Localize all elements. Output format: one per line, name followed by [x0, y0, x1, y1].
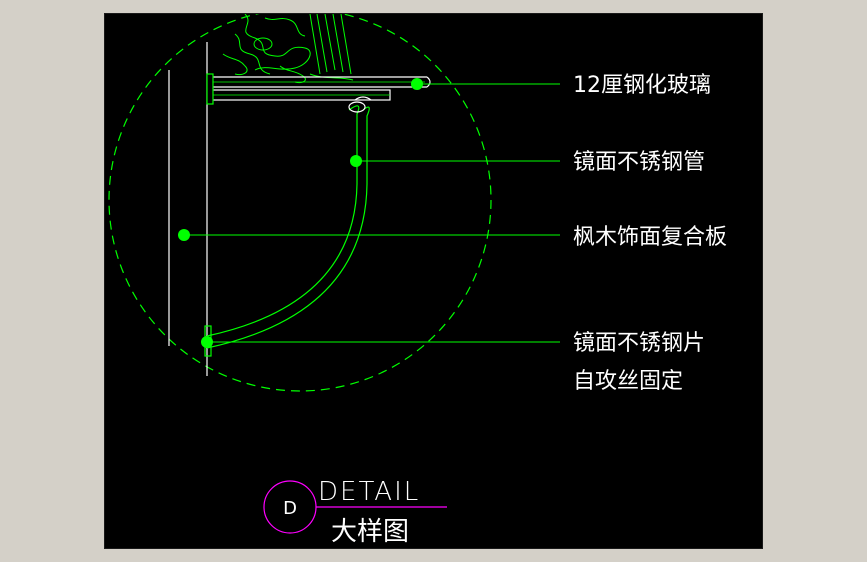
- label-stainless-tube: 镜面不锈钢管: [573, 150, 705, 175]
- label-stainless-sheet: 镜面不锈钢片: [573, 331, 705, 356]
- title-detail-cn: 大样图: [331, 517, 409, 547]
- ornament-sketch: [222, 14, 354, 83]
- detail-boundary-circle: [108, 14, 492, 392]
- leader-lines: [184, 83, 560, 343]
- glass-bracket: [206, 73, 391, 105]
- leader-dot-sheet: [201, 336, 213, 348]
- leader-dot-tube: [350, 155, 362, 167]
- detail-drawing: 12厘钢化玻璃 镜面不锈钢管 枫木饰面复合板 镜面不锈钢片 自攻丝固定 D DE…: [108, 14, 727, 547]
- leader-dot-glass: [411, 78, 423, 90]
- drawing-canvas[interactable]: 12厘钢化玻璃 镜面不锈钢管 枫木饰面复合板 镜面不锈钢片 自攻丝固定 D DE…: [104, 13, 763, 549]
- label-tempered-glass: 12厘钢化玻璃: [573, 73, 711, 98]
- stainless-tube: [206, 101, 370, 349]
- tempered-glass: [209, 76, 431, 88]
- leader-dot-board: [178, 229, 190, 241]
- detail-symbol-letter: D: [283, 498, 297, 519]
- title-detail-en: DETAIL: [318, 477, 420, 507]
- label-maple-board: 枫木饰面复合板: [573, 225, 727, 250]
- label-screw-fixing: 自攻丝固定: [573, 369, 683, 394]
